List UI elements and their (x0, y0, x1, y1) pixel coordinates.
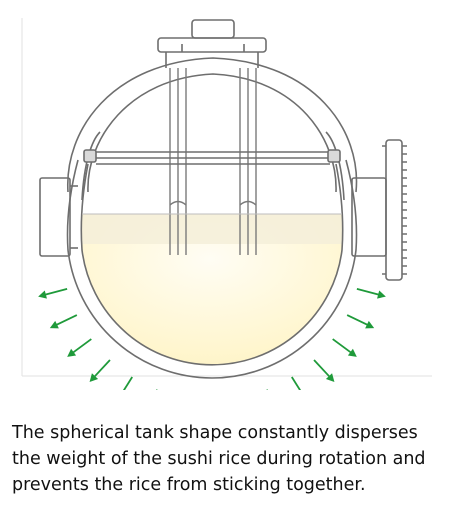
dispersion-arrow (89, 359, 111, 382)
left-side-block (39, 177, 78, 257)
dispersion-arrow (49, 314, 78, 329)
dispersion-arrow (346, 314, 375, 329)
diagram-caption: The spherical tank shape constantly disp… (12, 423, 426, 495)
arch-frame (67, 57, 358, 201)
inner-rods (169, 68, 257, 255)
dispersion-arrows (38, 287, 386, 390)
dispersion-arrow (332, 338, 357, 357)
sushi-rice-fill (82, 214, 342, 365)
dispersion-arrow (356, 287, 386, 299)
top-handle (157, 19, 267, 68)
tank-body-outline (66, 159, 358, 379)
dispersion-arrow (67, 338, 92, 357)
tank-diagram (21, 18, 432, 390)
dispersion-arrow (38, 287, 68, 299)
dispersion-arrow (291, 376, 302, 390)
lid-rim (83, 149, 341, 165)
right-gear-shaft (351, 139, 407, 281)
dispersion-arrow (313, 359, 335, 382)
dispersion-arrow (122, 376, 133, 390)
